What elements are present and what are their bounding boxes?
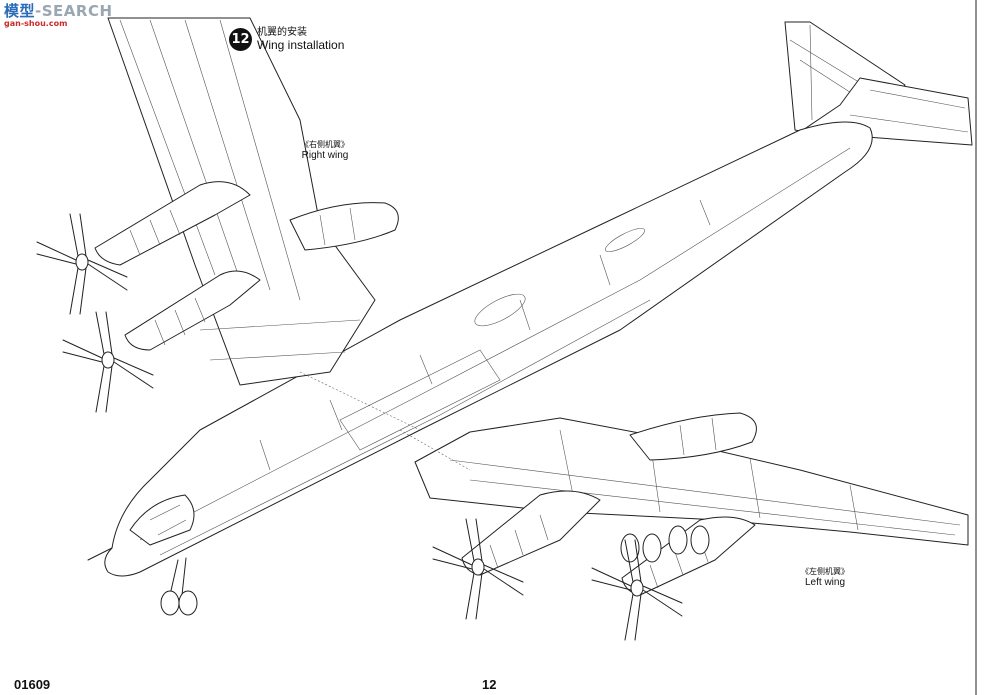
nose-gear bbox=[160, 557, 198, 616]
kit-code: 01609 bbox=[14, 677, 51, 692]
step-title-en: Wing installation bbox=[257, 37, 345, 52]
fuselage bbox=[87, 121, 873, 577]
left-wing-label: 《左侧机翼》 Left wing bbox=[787, 567, 863, 590]
site-watermark: 模型-SEARCH gan-shou.com bbox=[4, 4, 113, 28]
right-wing-propellers bbox=[36, 213, 154, 413]
step-header: 12 机翼的安装 Wing installation bbox=[229, 27, 344, 52]
left-wing-label-en: Left wing bbox=[804, 577, 846, 588]
right-wing-drawing bbox=[94, 17, 421, 431]
left-wing-propellers bbox=[432, 518, 683, 641]
page-number: 12 bbox=[482, 677, 497, 692]
step-title-cn: 机翼的安装 bbox=[257, 27, 307, 38]
watermark-url: gan-shou.com bbox=[4, 19, 68, 28]
watermark-logo: 模型-SEARCH bbox=[4, 2, 113, 20]
right-wing-label-cn: 《右侧机翼》 bbox=[301, 140, 349, 149]
right-wing-label-en: Right wing bbox=[301, 150, 349, 161]
left-wing-drawing bbox=[399, 412, 969, 596]
step-number-badge: 12 bbox=[229, 28, 252, 52]
left-wing-label-cn: 《左侧机翼》 bbox=[801, 567, 849, 576]
right-wing-label: 《右侧机翼》 Right wing bbox=[290, 140, 360, 163]
